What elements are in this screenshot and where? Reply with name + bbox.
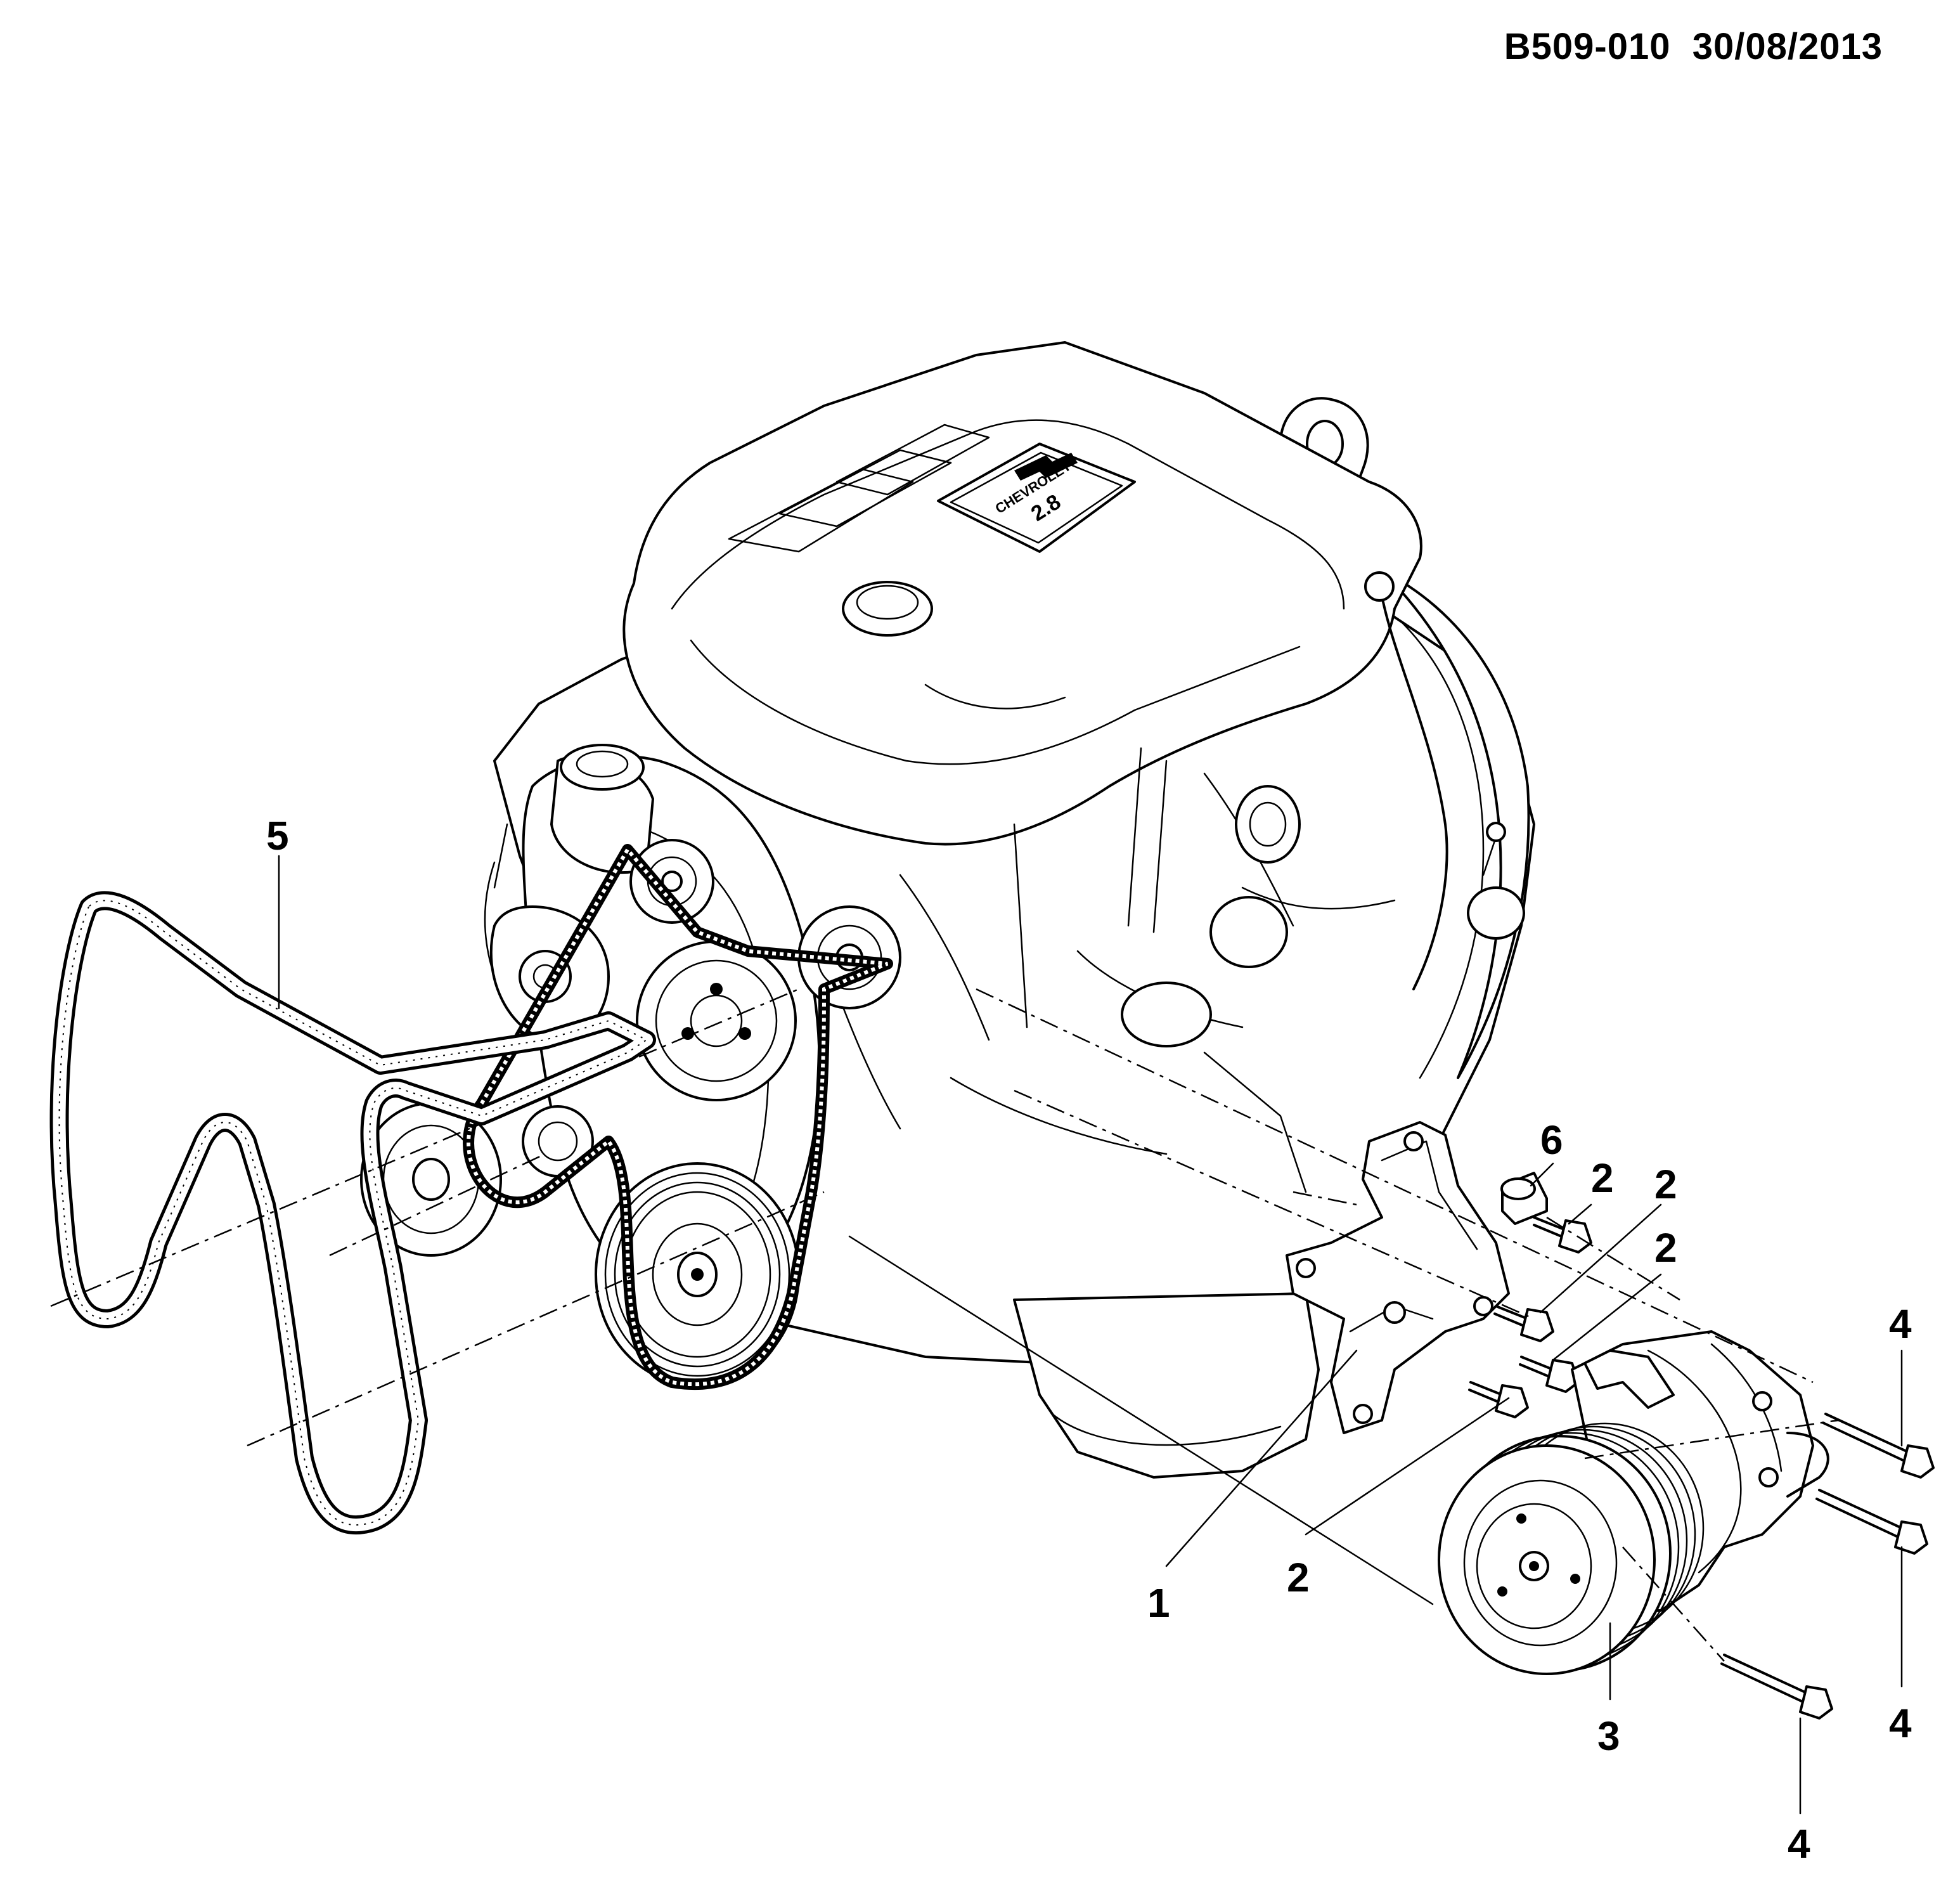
callout-labels: 5 6 2 2 2 1 2 3 4 4 4 xyxy=(266,813,1912,1867)
callout-3: 3 xyxy=(1597,1713,1620,1759)
part-6-spacer xyxy=(1500,1172,1548,1225)
callout-2-bottom: 2 xyxy=(1287,1555,1310,1600)
part-3-ac-compressor xyxy=(1438,1330,1829,1675)
engine-assembly: CHEVROLET 2.8 xyxy=(360,341,1535,1479)
drawing-code: B509-010 xyxy=(1504,26,1671,67)
drawing-date: 30/08/2013 xyxy=(1692,26,1883,67)
callout-4-middle: 4 xyxy=(1889,1701,1912,1746)
part-2-bolt-lower-right xyxy=(1519,1356,1580,1393)
engine-cover xyxy=(622,341,1422,846)
bell-housing xyxy=(1381,569,1530,1079)
oil-pan xyxy=(1013,1292,1320,1479)
part-4-bolt-bottom xyxy=(1720,1654,1833,1720)
oil-filler-cap xyxy=(842,581,933,637)
part-1-compressor-bracket xyxy=(1286,1121,1510,1434)
callout-6: 6 xyxy=(1540,1117,1563,1163)
callout-2-upper-right: 2 xyxy=(1654,1162,1677,1207)
callout-1: 1 xyxy=(1147,1580,1170,1626)
tensioner-pulley xyxy=(629,839,714,924)
leader-lines xyxy=(278,855,1903,1815)
part-2-bolt-lower-left xyxy=(1468,1381,1529,1418)
bowtie-emblem-icon xyxy=(1014,453,1078,481)
part-2-bolt-middle xyxy=(1493,1305,1554,1342)
callout-2-right: 2 xyxy=(1654,1225,1677,1271)
water-pump-pulley xyxy=(636,940,797,1101)
callout-5: 5 xyxy=(266,813,289,859)
part-5-drive-belt xyxy=(49,891,656,1534)
callout-4-bottom: 4 xyxy=(1788,1821,1810,1867)
part-2-bolt-top xyxy=(1533,1216,1592,1254)
callout-2-top: 2 xyxy=(1591,1155,1614,1201)
alignment-centerlines xyxy=(50,988,1839,1662)
drawing-header: B509-010 30/08/2013 xyxy=(1363,25,1883,68)
part-4-bolt-top xyxy=(1822,1413,1935,1479)
callout-4-top: 4 xyxy=(1889,1301,1912,1347)
dipstick-tube xyxy=(1381,595,1448,990)
part-4-bolt-middle xyxy=(1815,1489,1928,1555)
